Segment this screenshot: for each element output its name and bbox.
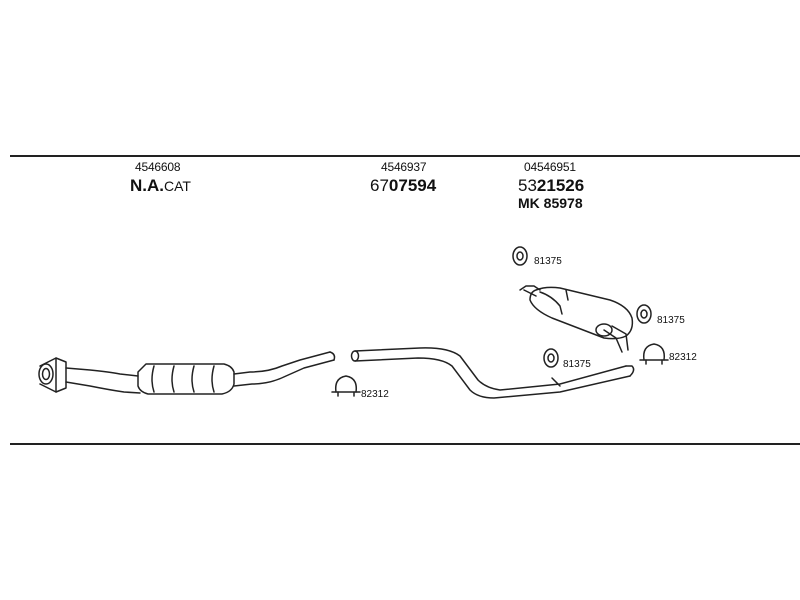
hanger-right-callout: 81375 [657, 315, 685, 326]
mid-pipe-code-prefix: 67 [370, 176, 389, 195]
clamp-left-callout: 82312 [361, 389, 389, 400]
cat-part-code-suffix: CAT [164, 178, 191, 194]
rear-part-code: 5321526 [518, 177, 584, 194]
hanger-top-callout: 81375 [534, 256, 562, 267]
rear-code-prefix: 53 [518, 176, 537, 195]
top-divider-line [10, 155, 800, 157]
mid-pipe-part-code: 6707594 [370, 177, 436, 194]
hanger-icon-right [636, 304, 652, 324]
rear-ref-number: 04546951 [524, 160, 576, 174]
hanger-icon-top [512, 246, 528, 266]
cat-part-code-bold: N.A. [130, 176, 164, 195]
clamp-right-callout: 82312 [669, 352, 697, 363]
hanger-icon-mid [543, 348, 559, 368]
intermediate-pipe [350, 347, 635, 399]
cat-ref-number: 4546608 [135, 160, 181, 174]
rear-silencer [519, 285, 634, 353]
catalytic-converter-assembly [38, 351, 336, 395]
rear-mk-code: MK 85978 [518, 196, 583, 210]
cat-part-code: N.A.CAT [130, 177, 191, 194]
rear-mk-prefix: MK [518, 195, 540, 211]
rear-code-bold: 21526 [536, 176, 585, 195]
mid-pipe-ref-number: 4546937 [381, 160, 427, 174]
clamp-icon-right [639, 343, 669, 365]
clamp-icon-left [331, 375, 361, 397]
rear-mk-number: 85978 [543, 195, 583, 211]
bottom-divider-line [10, 443, 800, 445]
mid-pipe-code-bold: 07594 [388, 176, 437, 195]
hanger-mid-callout: 81375 [563, 359, 591, 370]
